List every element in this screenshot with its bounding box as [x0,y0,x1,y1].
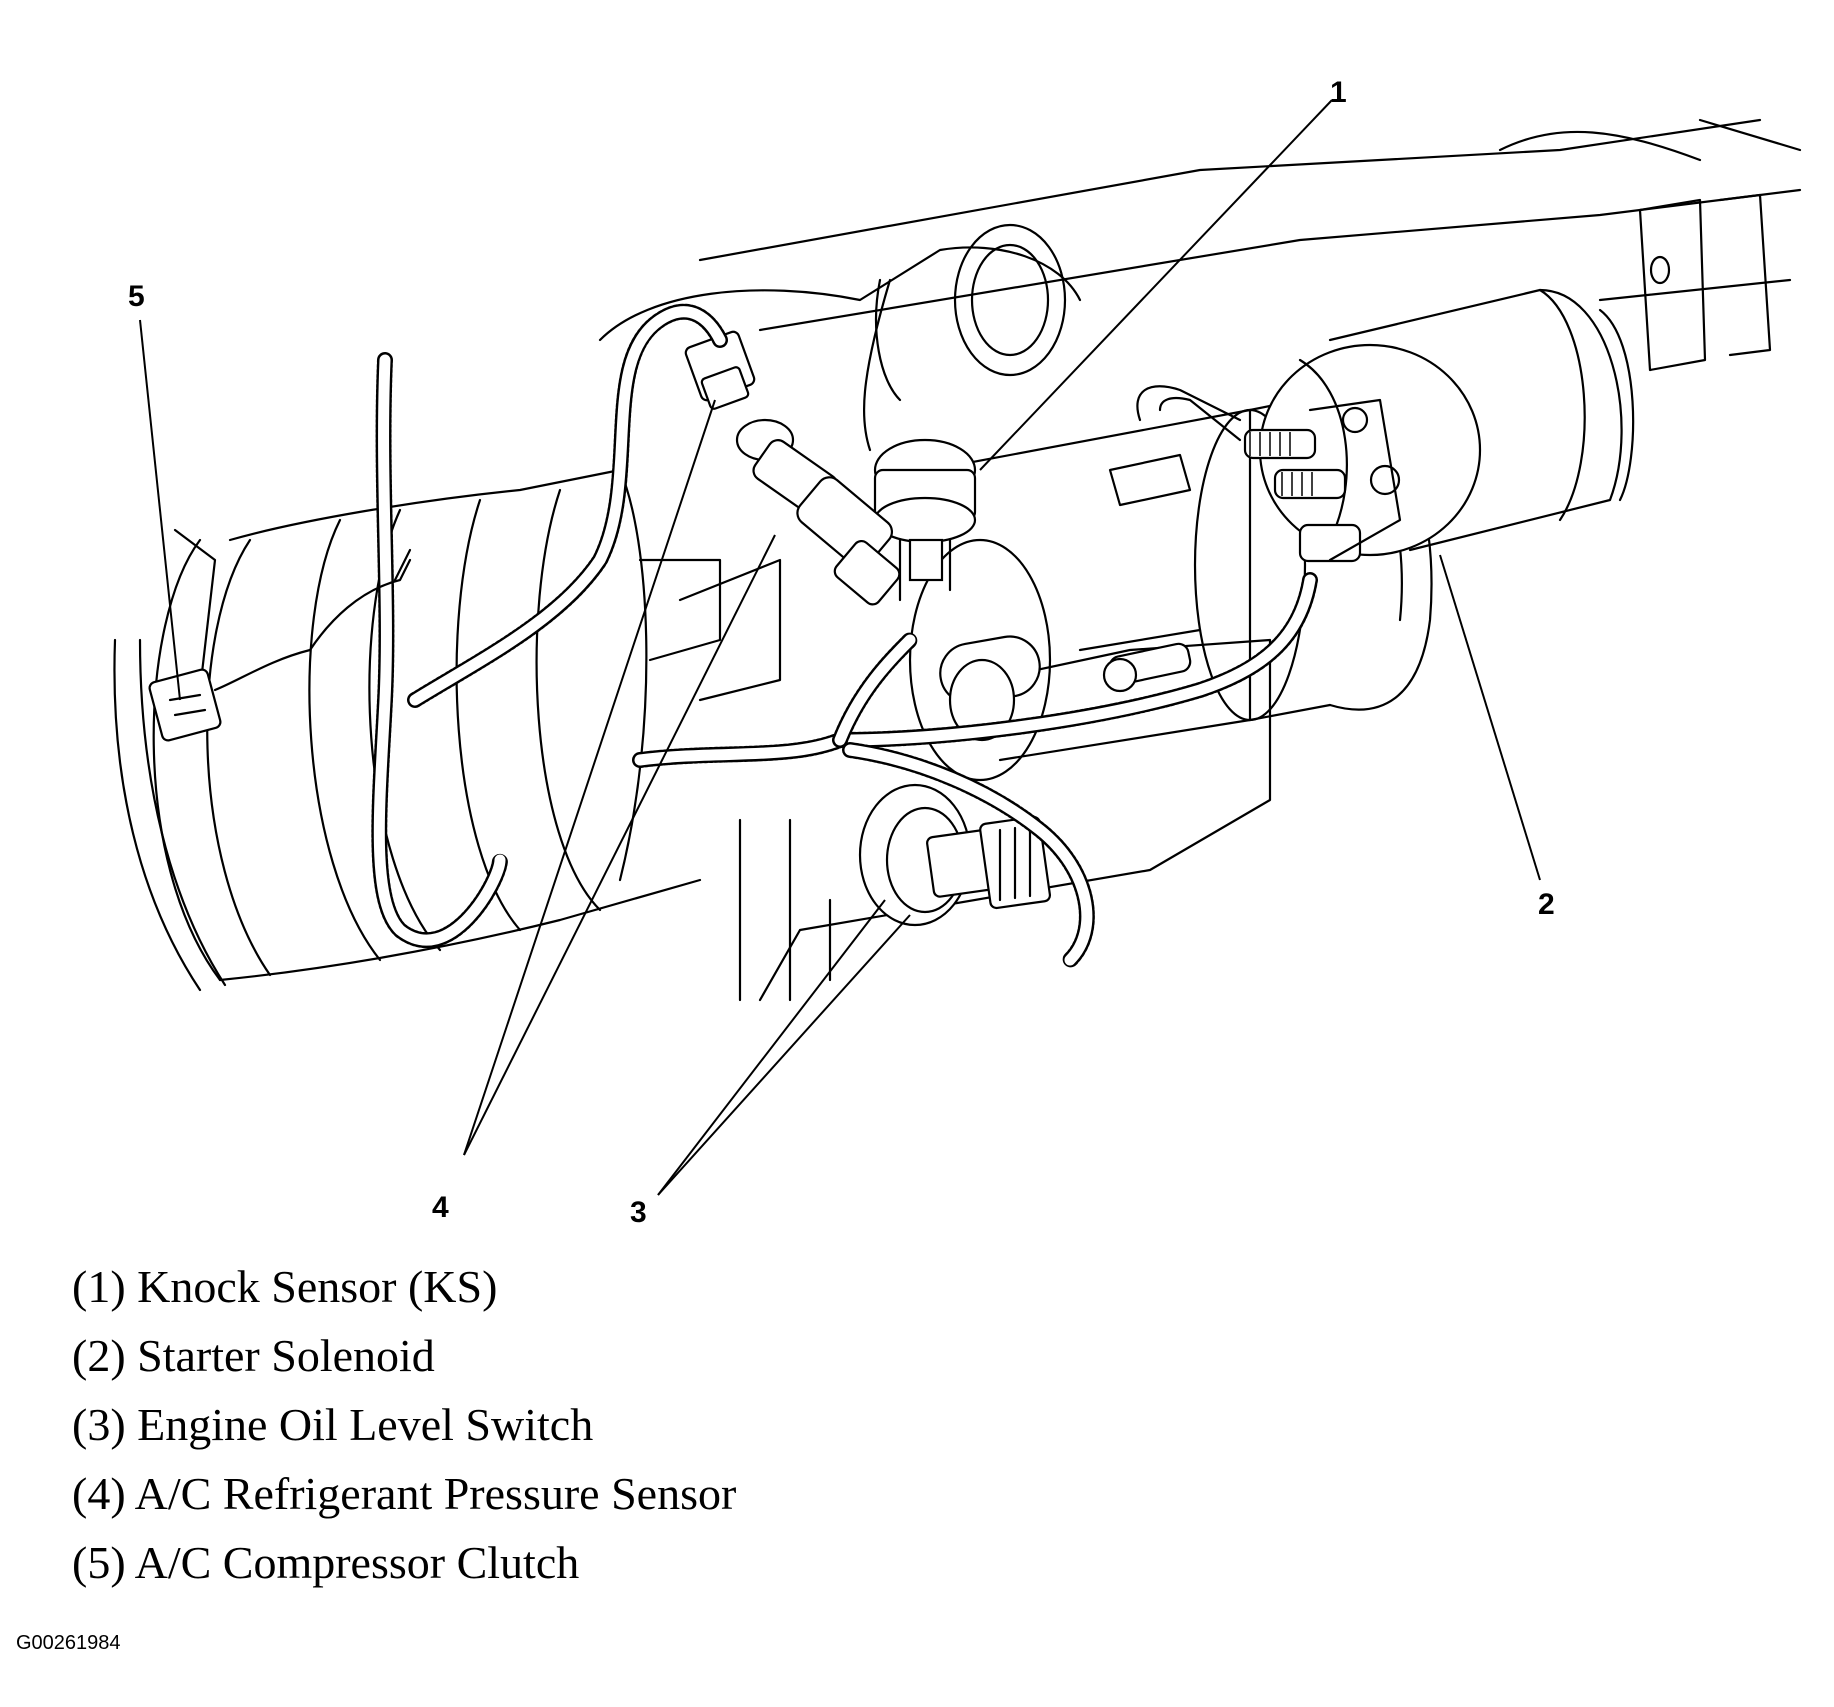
callout-label-4: 4 [432,1191,449,1224]
engine-illustration [113,99,1802,1196]
solenoid-terminals [1243,398,1402,563]
legend-item-1: (1) Knock Sensor (KS) [72,1261,498,1312]
leader-4b [463,534,776,1156]
leader-3b [657,914,911,1196]
starter-solenoid [1243,288,1635,563]
tube-fittings [862,278,1242,602]
callout-label-3: 3 [630,1196,647,1229]
leader-1 [979,99,1333,471]
wiring-harness [308,303,1318,968]
callout-label-2: 2 [1538,888,1555,921]
ac-compressor-clutch [148,648,312,742]
leader-2 [1439,554,1541,881]
legend-item-3: (3) Engine Oil Level Switch [72,1399,594,1450]
callout-label-5: 5 [128,280,145,313]
leader-4a [463,399,716,1156]
engine-block [598,223,1272,1002]
callout-label-1: 1 [1330,76,1347,109]
leader-3a [657,899,886,1196]
leader-lines [139,99,1541,1196]
transmission-housing [113,468,782,992]
ac-pressure-sensor [684,330,901,606]
legend-item-5: (5) A/C Compressor Clutch [72,1537,580,1588]
legend-item-2: (2) Starter Solenoid [72,1330,435,1381]
figure-id: G00261984 [16,1632,121,1654]
oil-level-switch [858,783,1052,927]
leader-5 [139,319,181,701]
starter-motor [908,378,1433,782]
legend-item-4: (4) A/C Refrigerant Pressure Sensor [72,1468,737,1519]
component-location-diagram: 1 2 3 4 5 [113,76,1802,1229]
frame-rails [698,118,1802,372]
component-legend: (1) Knock Sensor (KS) (2) Starter Soleno… [72,1252,736,1597]
